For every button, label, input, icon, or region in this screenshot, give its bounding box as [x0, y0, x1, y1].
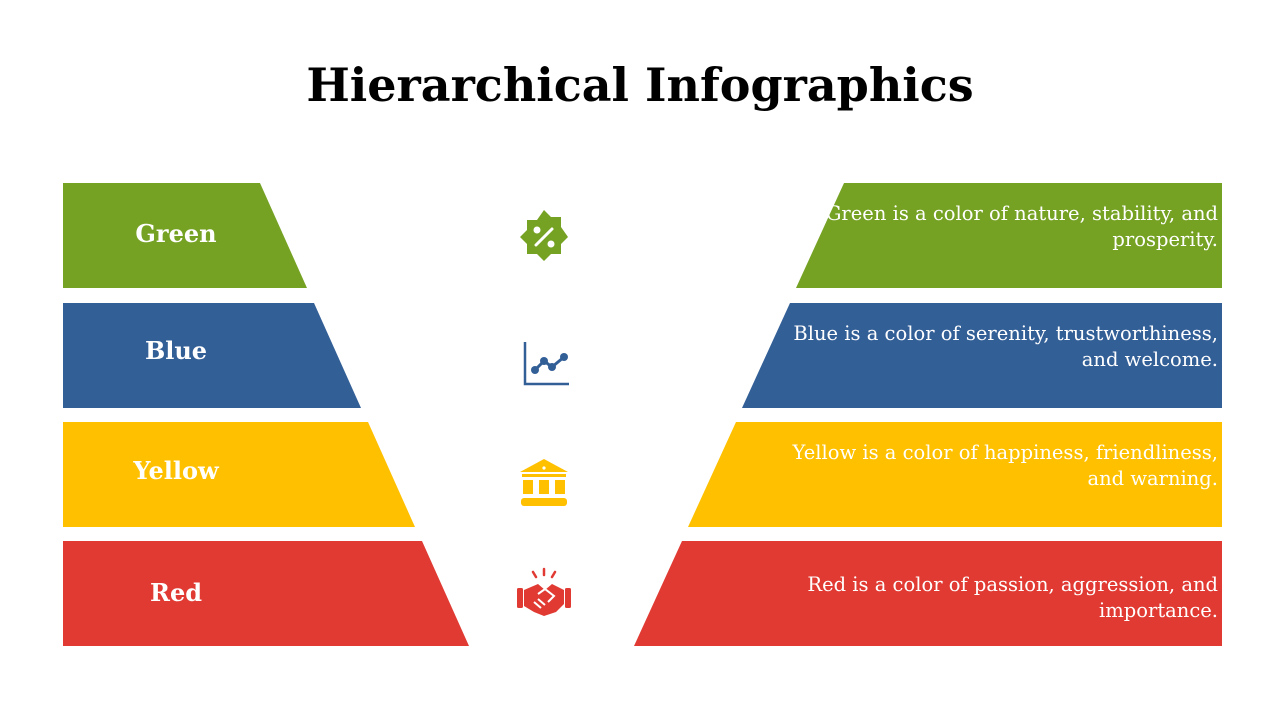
- right-trapezoid: [688, 422, 1222, 527]
- bank-building-icon: [514, 453, 574, 513]
- left-trapezoid: [63, 303, 361, 408]
- row-description: Blue is a color of serenity, trustworthi…: [793, 321, 1218, 371]
- row-description: Green is a color of nature, stability, a…: [825, 201, 1218, 251]
- right-trapezoid: [796, 183, 1222, 288]
- right-trapezoid: [742, 303, 1222, 408]
- left-trapezoid: [63, 541, 469, 646]
- handshake-icon: [514, 564, 574, 624]
- row-label: Green: [135, 219, 217, 248]
- line-chart-icon: [514, 333, 574, 393]
- row-label: Red: [150, 578, 202, 607]
- row-description: Yellow is a color of happiness, friendli…: [792, 440, 1218, 490]
- row-label: Blue: [144, 336, 208, 365]
- percent-badge-icon: [514, 207, 574, 267]
- left-trapezoid: [63, 422, 415, 527]
- row-label: Yellow: [133, 456, 219, 485]
- page-title: Hierarchical Infographics: [306, 58, 974, 112]
- row-description: Red is a color of passion, aggression, a…: [807, 572, 1218, 622]
- left-trapezoid: [63, 183, 307, 288]
- right-trapezoid: [634, 541, 1222, 646]
